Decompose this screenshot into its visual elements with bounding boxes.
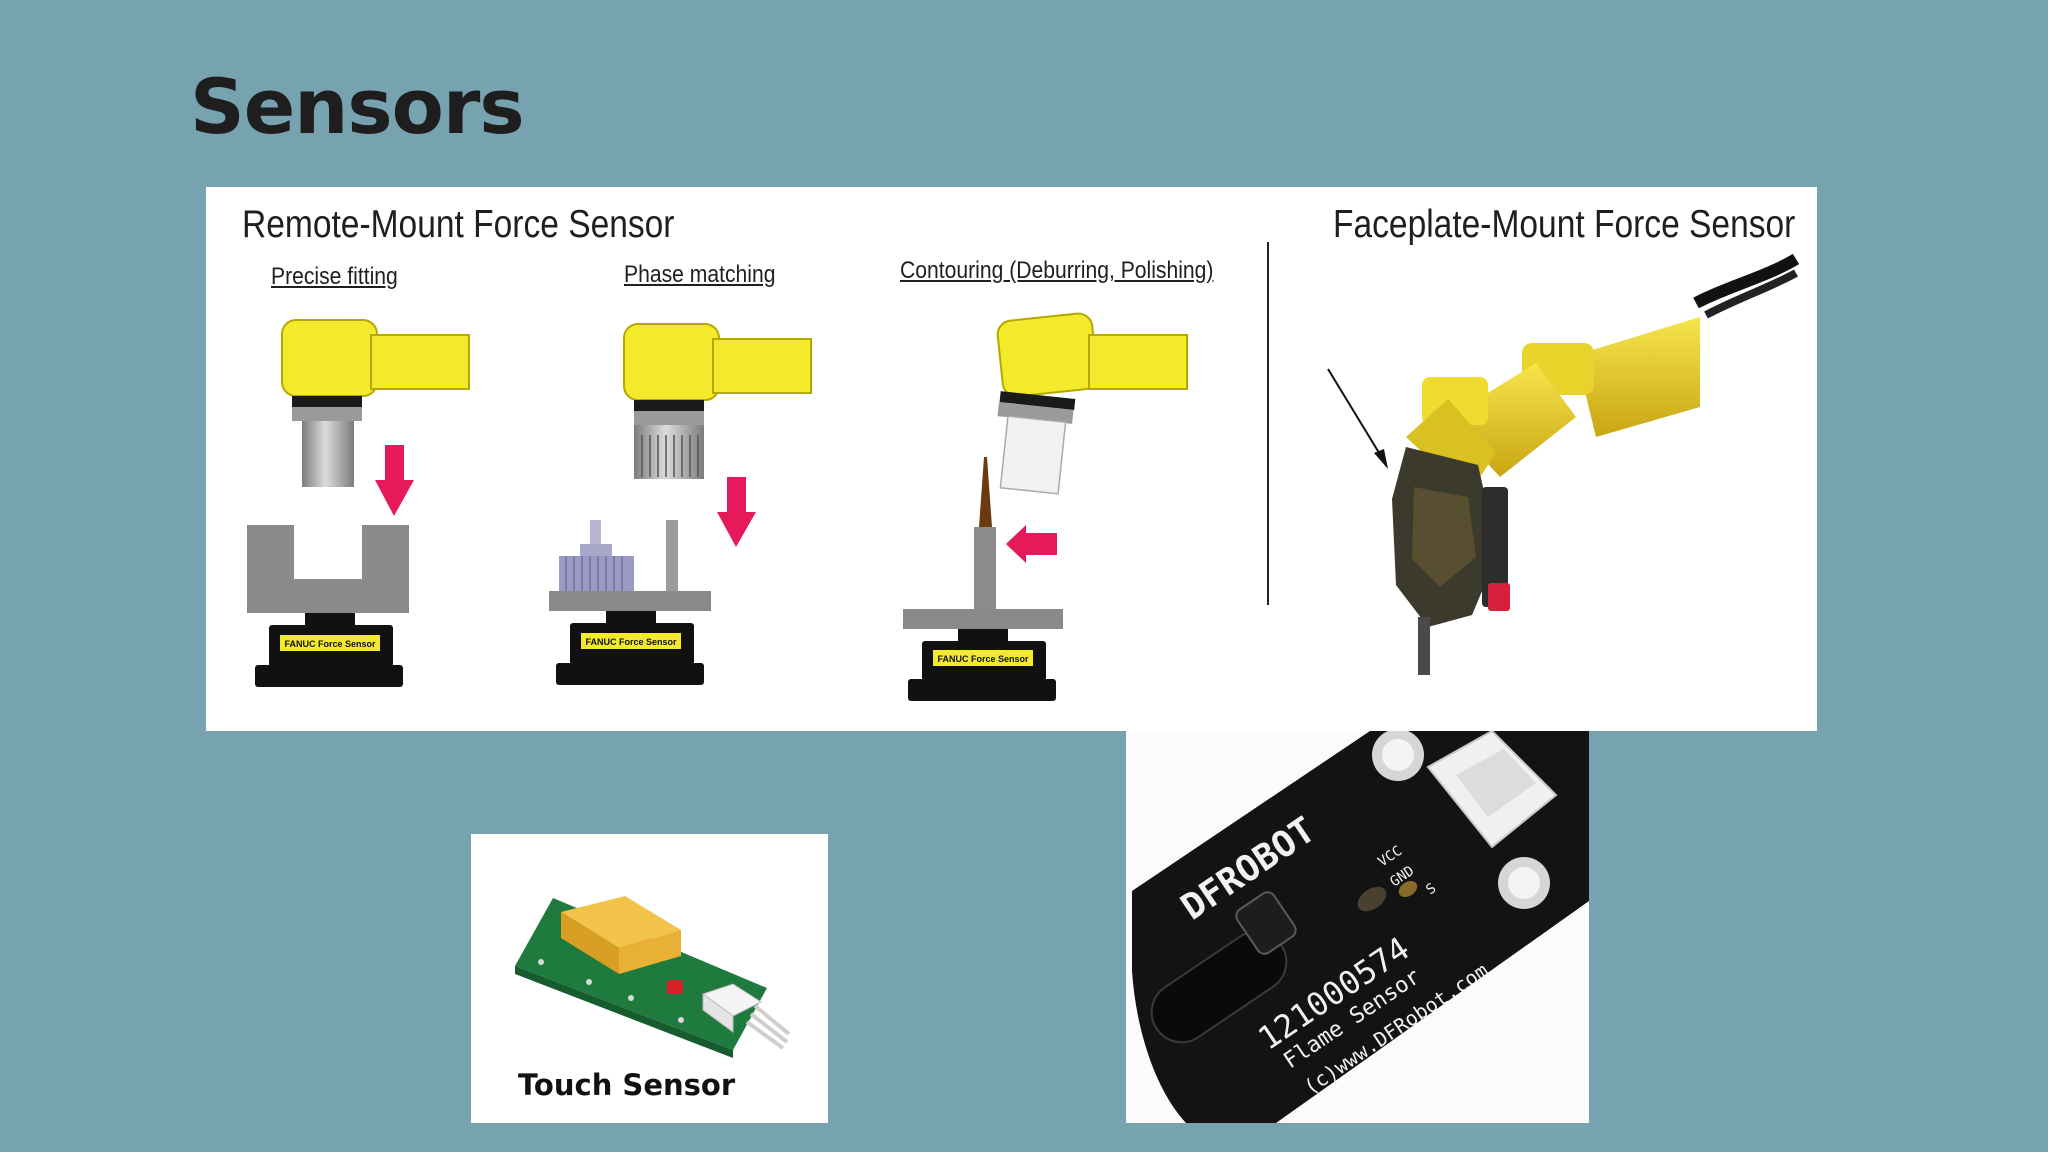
- slide-title: Sensors: [190, 62, 525, 151]
- application-label-precise-fitting: Precise fitting: [271, 263, 398, 290]
- precise-fitting-illustration: FANUC Force Sensor: [247, 319, 470, 687]
- application-label-phase-matching: Phase matching: [624, 261, 776, 288]
- remote-mount-heading: Remote-Mount Force Sensor: [242, 203, 675, 246]
- faceplate-robot-photo: [1327, 253, 1800, 675]
- contouring-illustration: FANUC Force Sensor: [903, 312, 1188, 701]
- application-label-contouring: Contouring (Deburring, Polishing): [900, 257, 1214, 284]
- sensor-block-label-1: FANUC Force Sensor: [284, 639, 376, 649]
- touch-sensor-photo: Touch Sensor: [471, 834, 828, 1123]
- force-sensor-figure: Remote-Mount Force Sensor Faceplate-Moun…: [206, 187, 1817, 731]
- sensor-block-label-2: FANUC Force Sensor: [585, 637, 677, 647]
- flame-sensor-photo: DFROBOT 121000574 Flame Sensor (c)www.DF…: [1126, 731, 1589, 1123]
- touch-sensor-board: [515, 896, 791, 1058]
- flame-sensor-board: [1132, 731, 1589, 1123]
- faceplate-mount-heading: Faceplate-Mount Force Sensor: [1333, 203, 1796, 246]
- touch-sensor-label: Touch Sensor: [518, 1068, 736, 1102]
- connector-icon: [1426, 731, 1558, 849]
- phase-matching-illustration: FANUC Force Sensor: [549, 323, 812, 685]
- sensor-block-label-3: FANUC Force Sensor: [937, 654, 1029, 664]
- flame-led-icon: [1150, 891, 1297, 1044]
